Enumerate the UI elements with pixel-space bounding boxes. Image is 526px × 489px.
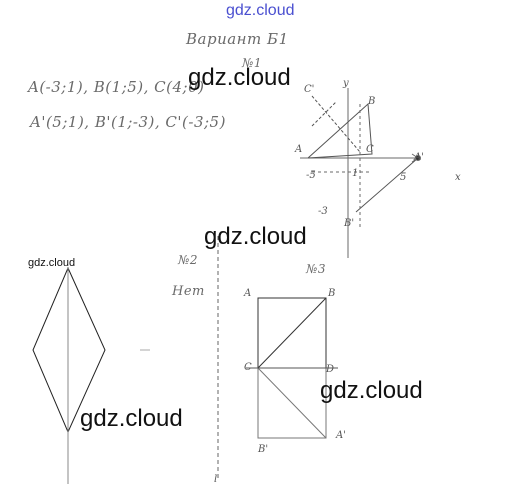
watermark-top: gdz.cloud — [226, 2, 295, 19]
g1-tick-1: 1 — [352, 168, 359, 179]
watermark-4: gdz.cloud — [80, 405, 183, 432]
g3-label-a-prime: A' — [336, 430, 346, 441]
g1-label-a-prime: A' — [414, 152, 424, 163]
image-points-line: A'(5;1), B'(1;-3), C'(-3;5) — [30, 113, 226, 131]
g3-label-b: B — [328, 288, 336, 299]
g3-label-d: D — [326, 364, 335, 375]
segment-a-prime — [355, 157, 419, 213]
rhombus-figure — [32, 266, 150, 484]
g1-tick-neg3: -3 — [318, 206, 328, 217]
variant-heading: Вариант Б1 — [186, 30, 289, 48]
g1-label-y: y — [343, 78, 349, 89]
g3-label-c: C — [244, 362, 252, 373]
watermark-2: gdz.cloud — [204, 223, 307, 250]
g3-label-a: A — [244, 288, 252, 299]
g1-tick-neg5: -5 — [306, 170, 316, 181]
task-3-number: №3 — [306, 262, 326, 276]
task-2-note: Нет — [172, 284, 205, 299]
segment-c-prime-b — [311, 95, 361, 153]
segment-d — [311, 101, 337, 127]
task-1-number: №1 — [242, 56, 262, 70]
points-line: A(-3;1), B(1;5), C(4;0) — [28, 78, 205, 96]
g3-label-b-prime: B' — [258, 444, 269, 455]
task-2-number: №2 — [178, 253, 198, 267]
watermark-small: gdz.cloud — [28, 257, 76, 269]
point-a-prime-dot — [415, 155, 421, 161]
g1-label-b-prime: B' — [344, 218, 355, 229]
image-diagonal — [257, 367, 327, 439]
watermark-3: gdz.cloud — [320, 377, 423, 404]
watermark-1: gdz.cloud — [188, 64, 291, 91]
graph-3 — [246, 297, 338, 439]
g1-tick-5: 5 — [400, 172, 407, 183]
task-2-axis-label: l — [214, 474, 218, 485]
g1-label-b: B — [368, 96, 376, 107]
g1-label-x: x — [455, 172, 461, 183]
graph-1 — [300, 88, 421, 258]
triangle-abc — [307, 102, 373, 159]
g1-label-a: A — [295, 144, 303, 155]
g1-label-c: C — [366, 144, 374, 155]
square-diagonal — [257, 297, 327, 369]
g1-label-c-prime: C' — [304, 84, 315, 95]
